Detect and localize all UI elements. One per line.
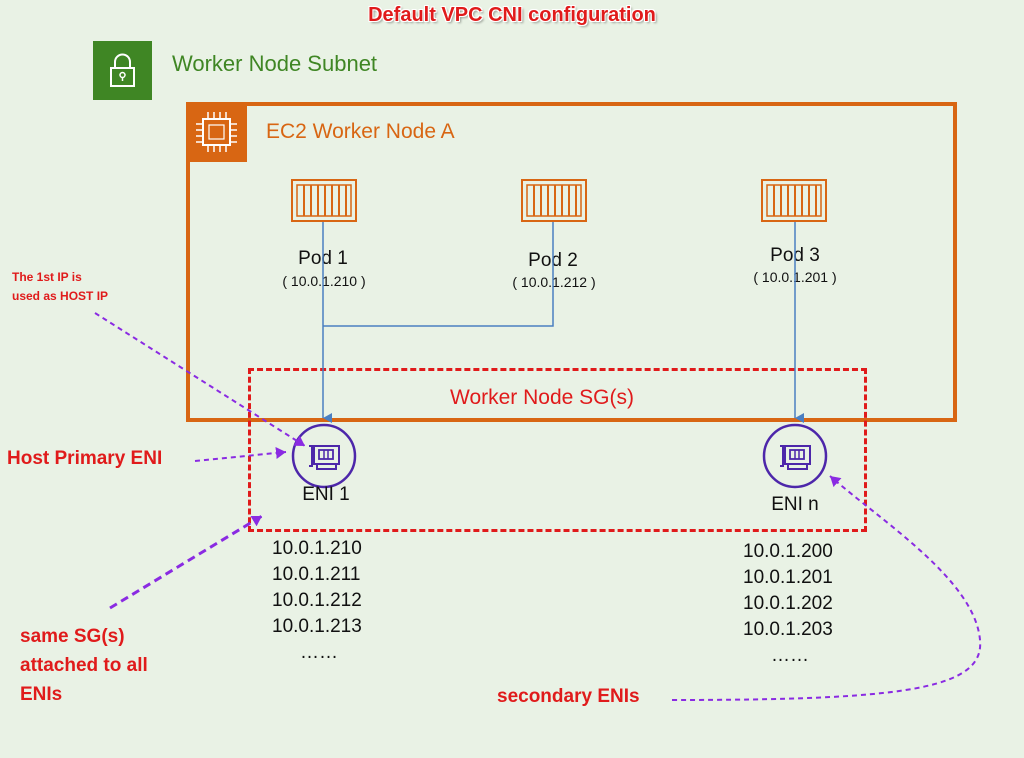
host-ip-note-arrow (94, 312, 306, 447)
pod-2-ip: ( 10.0.1.212 ) (512, 274, 596, 290)
eni-1-ip: 10.0.1.211 (272, 564, 361, 585)
host-primary-eni-label: Host Primary ENI (7, 448, 163, 469)
host-ip-note: The 1st IP is used as HOST IP (12, 270, 109, 303)
security-group-box (248, 368, 867, 532)
pod-1-container-icon (291, 179, 357, 222)
same-sg-note: same SG(s) attached to all ENIs (20, 626, 148, 705)
eni-n-ip: 10.0.1.200 (743, 541, 833, 562)
eni-n-ip: 10.0.1.203 (743, 619, 833, 640)
eni-1-ip: 10.0.1.213 (272, 616, 362, 637)
pod-2-container-icon (521, 179, 587, 222)
pod-1-ip: ( 10.0.1.210 ) (282, 273, 366, 289)
subnet-label: Worker Node Subnet (172, 51, 378, 76)
eni-n-ip-list: 10.0.1.200 10.0.1.201 10.0.1.202 10.0.1.… (743, 539, 833, 669)
same-sg-arrow (109, 514, 263, 610)
eni-1-network-card-icon (291, 423, 357, 489)
secondary-enis-label: secondary ENIs (497, 686, 640, 707)
eni-1-ip-list: 10.0.1.210 10.0.1.211 10.0.1.212 10.0.1.… (272, 536, 362, 666)
eni-n-ip: 10.0.1.201 (743, 567, 833, 588)
eni-n-network-card-icon (762, 423, 828, 489)
eni-n-ip-ellipsis: …… (771, 645, 809, 666)
ec2-worker-node-box (186, 102, 957, 422)
eni-n-label: ENI n (771, 494, 819, 515)
eni-1-ip-ellipsis: …… (300, 642, 338, 663)
secondary-enis-arrow (671, 475, 982, 701)
security-group-label: Worker Node SG(s) (450, 386, 634, 409)
host-primary-eni-arrow (194, 447, 287, 462)
eni-n-ip: 10.0.1.202 (743, 593, 833, 614)
pod-3-container-icon (761, 179, 827, 222)
chip-icon (186, 102, 247, 162)
pod-2-to-eni-1-connector (323, 222, 554, 327)
lock-icon (93, 41, 152, 100)
ec2-node-label: EC2 Worker Node A (266, 120, 455, 143)
eni-1-ip: 10.0.1.210 (272, 538, 362, 559)
diagram-title: Default VPC CNI configuration (368, 4, 656, 26)
eni-1-ip: 10.0.1.212 (272, 590, 362, 611)
eni-1-label: ENI 1 (302, 484, 350, 505)
